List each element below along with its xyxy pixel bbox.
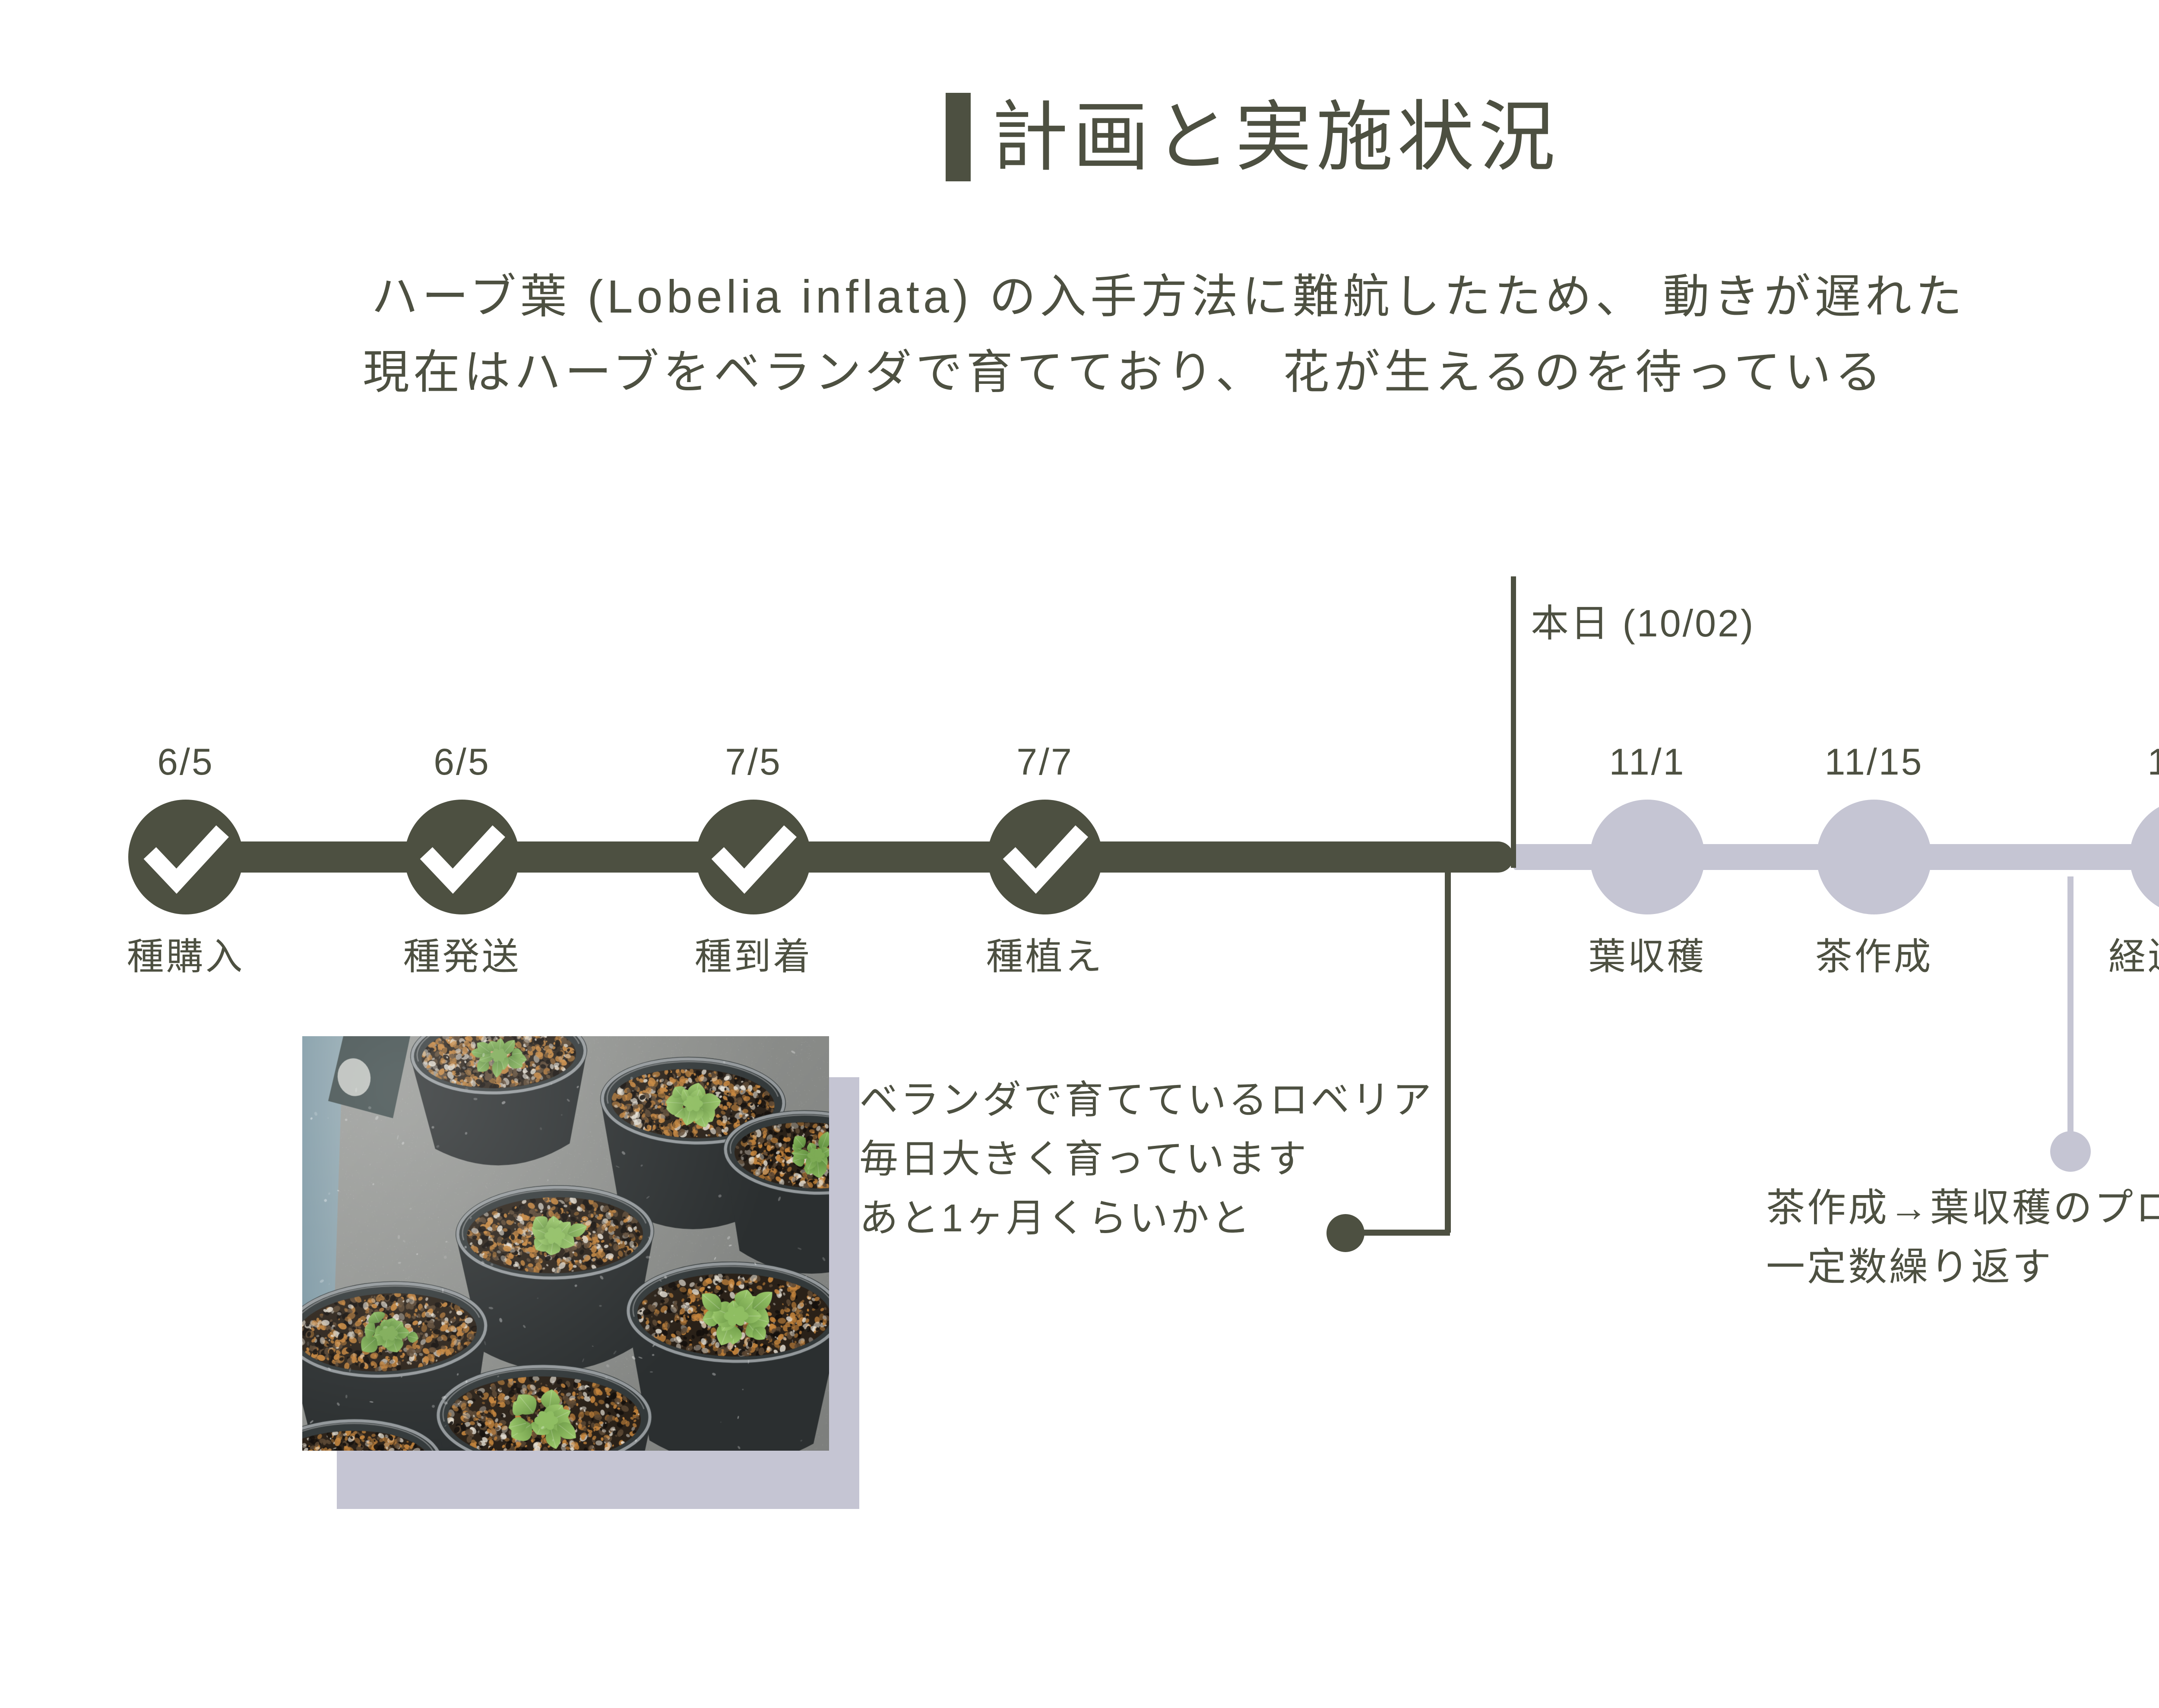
- check-icon: [988, 800, 1102, 914]
- check-icon: [128, 800, 243, 914]
- timeline-node-date: 7/5: [646, 743, 861, 781]
- timeline-node-label: 種到着: [624, 938, 883, 975]
- lead-line-2: 現在はハーブをベランダで育てており、 花が生えるのを待っている: [363, 335, 2099, 410]
- timeline-node-date: 11/1: [1539, 743, 1755, 781]
- timeline-node-date: 11/15: [1766, 743, 1982, 781]
- check-icon: [696, 800, 811, 914]
- timeline-node-茶作成[interactable]: [1817, 800, 1931, 914]
- callout-left-leader-horizontal: [1360, 1230, 1450, 1236]
- title-text: 計画と実施状況: [991, 99, 1560, 176]
- timeline-node-date: 12/1: [2079, 743, 2159, 781]
- timeline-node-label: 種発送: [332, 938, 592, 975]
- timeline-node-label: 茶作成: [1744, 938, 2004, 975]
- timeline-node-label: 葉収穫: [1518, 938, 1777, 975]
- timeline-node-種植え[interactable]: [988, 800, 1102, 914]
- timeline-node-葉収穫[interactable]: [1590, 800, 1705, 914]
- callout-left-leader-vertical: [1445, 868, 1451, 1233]
- timeline-node-date: 6/5: [354, 743, 570, 781]
- title-accent-bar: [946, 93, 971, 181]
- timeline-node-date: 7/7: [937, 743, 1153, 781]
- today-marker-label: 本日 (10/02): [1531, 604, 1755, 642]
- timeline-node-種到着[interactable]: [696, 800, 811, 914]
- timeline-node-label: 種購入: [56, 938, 315, 975]
- lead-line-1: ハーブ葉 (Lobelia inflata) の入手方法に難航したため、 動きが…: [371, 259, 2099, 335]
- callout-right: 茶作成→葉収穫のプロセスを 一定数繰り返す: [1766, 1179, 2159, 1351]
- check-icon: [405, 800, 519, 914]
- timeline: 本日 (10/02) 6/5 種購入 6/5 種発送 7/5 種到着 7/7 種植え 11/1 葉収…: [0, 561, 2159, 993]
- timeline-rail-done: [186, 841, 1513, 873]
- callout-left-leader-dot: [1326, 1214, 1364, 1252]
- today-marker-line: [1511, 576, 1516, 868]
- timeline-node-date: 6/5: [78, 743, 294, 781]
- lead-paragraph: ハーブ葉 (Lobelia inflata) の入手方法に難航したため、 動きが…: [371, 259, 2099, 410]
- timeline-node-label: 種植え: [915, 938, 1174, 975]
- photo-block: [302, 1036, 907, 1490]
- timeline-node-種購入[interactable]: [128, 800, 243, 914]
- timeline-node-種発送[interactable]: [405, 800, 519, 914]
- timeline-node-経過観察[interactable]: [2130, 800, 2159, 914]
- page-title: 計画と実施状況: [946, 93, 1560, 181]
- balcony-plants-photo: [302, 1036, 829, 1451]
- callout-right-leader-vertical: [2067, 876, 2074, 1144]
- callout-right-leader-dot: [2050, 1131, 2091, 1172]
- callout-right-line-2: 一定数繰り返す: [1766, 1238, 2159, 1297]
- callout-right-line-1: 茶作成→葉収穫のプロセスを: [1766, 1179, 2159, 1238]
